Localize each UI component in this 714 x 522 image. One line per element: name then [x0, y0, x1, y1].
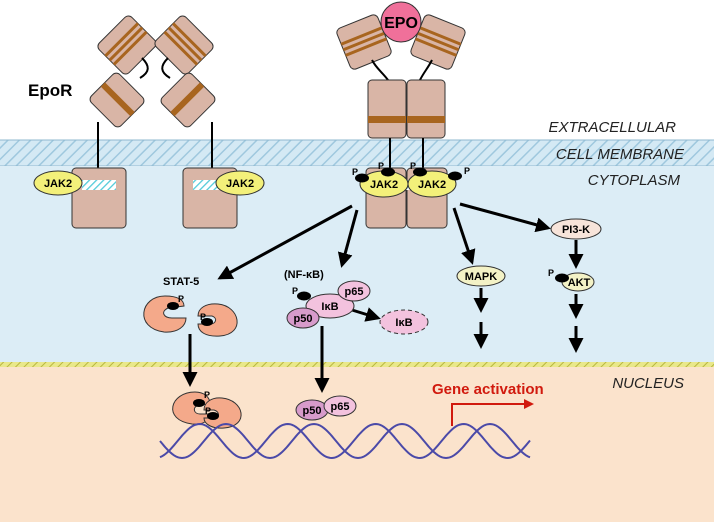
extracellular-label: EXTRACELLULAR — [548, 119, 676, 136]
cell-membrane-label: CELL MEMBRANE — [556, 146, 685, 163]
svg-text:IκB: IκB — [321, 301, 338, 313]
dna-double-helix — [159, 422, 531, 460]
svg-text:p65: p65 — [331, 401, 350, 413]
nuclear-envelope — [0, 362, 714, 367]
svg-text:EPO: EPO — [384, 15, 418, 32]
cytoplasm-label: CYTOPLASM — [588, 172, 681, 189]
svg-text:P: P — [178, 294, 184, 304]
pi3k-node: PI3-K — [550, 218, 602, 240]
jak2-unbound-right: JAK2 — [215, 170, 265, 196]
nfkb-complex: IκB p65 p50 P — [286, 280, 371, 329]
jak2-bound-left: JAK2 — [359, 170, 409, 198]
stat5-dimer: P P — [172, 390, 242, 429]
gene-activation-label: Gene activation — [432, 381, 544, 398]
svg-text:JAK2: JAK2 — [44, 178, 72, 190]
svg-text:MAPK: MAPK — [465, 271, 497, 283]
svg-text:P: P — [378, 161, 384, 171]
svg-text:P: P — [352, 167, 358, 177]
nucleus-region — [0, 367, 714, 522]
signaling-arrows — [182, 202, 584, 393]
jak2-bound-right: JAK2 — [407, 170, 457, 198]
svg-text:p50: p50 — [294, 313, 313, 325]
svg-text:P: P — [410, 161, 416, 171]
stat5-label: STAT-5 — [163, 276, 199, 288]
svg-text:P: P — [548, 268, 554, 278]
epo-ligand: EPO — [380, 1, 422, 43]
svg-text:P: P — [204, 390, 210, 400]
nfkb-nuclear: p50 p65 — [295, 395, 357, 421]
svg-text:PI3-K: PI3-K — [562, 224, 590, 236]
stat5-monomers: P P — [143, 294, 238, 337]
mapk-node: MAPK — [456, 265, 506, 287]
svg-text:JAK2: JAK2 — [226, 178, 254, 190]
akt-node: AKT P — [548, 268, 595, 292]
nucleus-label: NUCLEUS — [612, 375, 684, 392]
phosphate-groups-receptor: P P P P — [352, 161, 470, 183]
svg-text:IκB: IκB — [395, 317, 412, 329]
svg-text:P: P — [200, 312, 206, 322]
jak2-unbound-left: JAK2 — [33, 170, 83, 196]
svg-text:P: P — [292, 286, 298, 296]
gene-activation-arrow — [451, 399, 534, 426]
svg-text:p65: p65 — [345, 286, 364, 298]
cell-membrane-region — [0, 140, 714, 166]
svg-text:AKT: AKT — [568, 277, 591, 289]
ikb-released: IκB — [379, 309, 429, 335]
svg-text:JAK2: JAK2 — [418, 179, 446, 191]
svg-text:p50: p50 — [303, 405, 322, 417]
svg-text:JAK2: JAK2 — [370, 179, 398, 191]
svg-text:P: P — [464, 166, 470, 176]
svg-text:P: P — [205, 406, 211, 416]
nfkb-label: (NF-κB) — [284, 269, 324, 281]
epor-label: EpoR — [28, 81, 72, 100]
epor-unbound-receptor — [71, 15, 238, 229]
